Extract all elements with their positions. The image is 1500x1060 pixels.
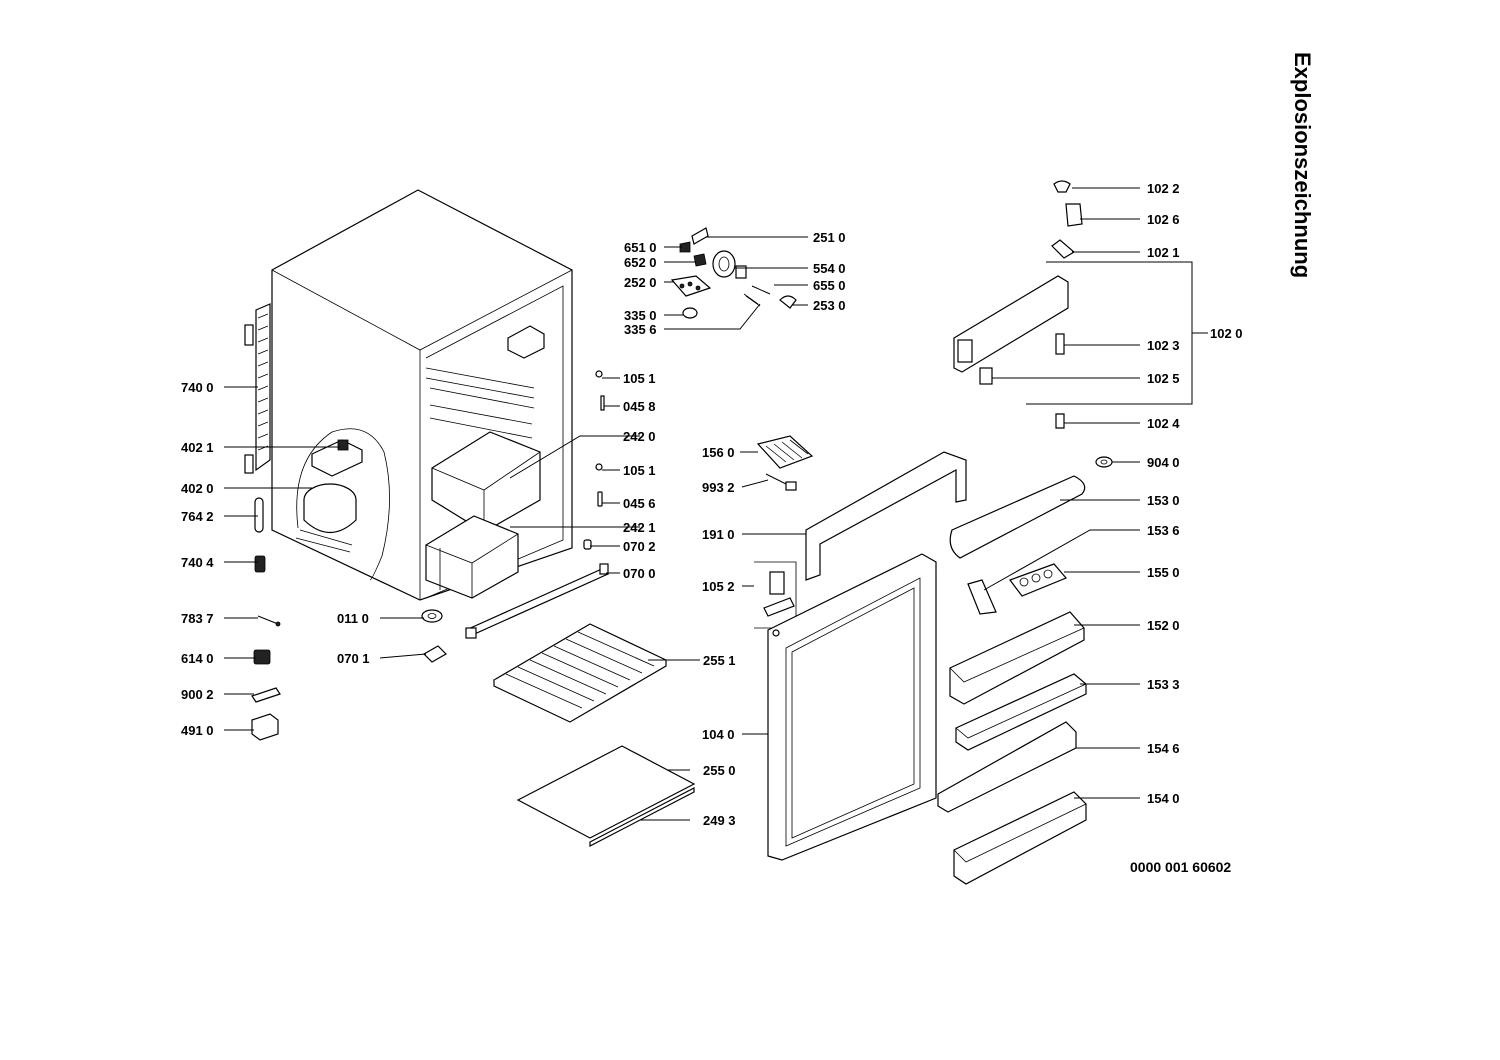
door-parts — [754, 435, 967, 861]
label-402-0: 402 0 — [181, 481, 214, 496]
label-764-2: 764 2 — [181, 509, 214, 524]
label-045-6: 045 6 — [623, 496, 656, 511]
label-740-0: 740 0 — [181, 380, 214, 395]
thermostat-parts — [670, 227, 797, 319]
label-104-0: 104 0 — [702, 727, 735, 742]
label-402-1: 402 1 — [181, 440, 214, 455]
left-small-parts — [251, 497, 447, 741]
label-102-0: 102 0 — [1210, 326, 1243, 341]
label-152-0: 152 0 — [1147, 618, 1180, 633]
label-191-0: 191 0 — [702, 527, 735, 542]
label-011-0: 011 0 — [337, 611, 369, 626]
label-993-2: 993 2 — [702, 480, 735, 495]
label-070-2: 070 2 — [623, 539, 656, 554]
freezer-door-parts — [953, 180, 1113, 468]
label-153-6: 153 6 — [1147, 523, 1180, 538]
label-102-1: 102 1 — [1147, 245, 1180, 260]
label-105-1-top: 105 1 — [623, 371, 656, 386]
label-102-6: 102 6 — [1147, 212, 1180, 227]
label-105-1-mid: 105 1 — [623, 463, 656, 478]
label-045-8: 045 8 — [623, 399, 656, 414]
label-783-7: 783 7 — [181, 611, 214, 626]
label-155-0: 155 0 — [1147, 565, 1180, 580]
document-number: 0000 001 60602 — [1130, 859, 1231, 875]
label-614-0: 614 0 — [181, 651, 214, 666]
label-904-0: 904 0 — [1147, 455, 1180, 470]
diagram-title: Explosionszeichnung — [1290, 52, 1315, 278]
label-651-0: 651 0 — [624, 240, 657, 255]
label-070-0: 070 0 — [623, 566, 656, 581]
label-242-0: 242 0 — [623, 429, 656, 444]
leader-lines — [224, 187, 1208, 821]
label-153-0: 153 0 — [1147, 493, 1180, 508]
label-655-0: 655 0 — [813, 278, 846, 293]
label-255-0: 255 0 — [703, 763, 736, 778]
label-740-4: 740 4 — [181, 555, 214, 570]
label-252-0: 252 0 — [624, 275, 657, 290]
label-652-0: 652 0 — [624, 255, 657, 270]
label-554-0: 554 0 — [813, 261, 846, 276]
label-900-2: 900 2 — [181, 687, 214, 702]
label-249-3: 249 3 — [703, 813, 736, 828]
shelves — [465, 563, 696, 847]
label-070-1: 070 1 — [337, 651, 370, 666]
label-154-6: 154 6 — [1147, 741, 1180, 756]
label-154-0: 154 0 — [1147, 791, 1180, 806]
label-255-1: 255 1 — [703, 653, 736, 668]
label-153-3: 153 3 — [1147, 677, 1180, 692]
label-156-0: 156 0 — [702, 445, 735, 460]
label-253-0: 253 0 — [813, 298, 846, 313]
label-335-6: 335 6 — [624, 322, 657, 337]
cabinet-drawing — [244, 189, 573, 623]
label-102-4: 102 4 — [1147, 416, 1180, 431]
part-labels: 740 0 402 1 402 0 764 2 740 4 783 7 614 … — [181, 181, 1243, 875]
label-491-0: 491 0 — [181, 723, 214, 738]
label-242-1: 242 1 — [623, 520, 656, 535]
label-335-0: 335 0 — [624, 308, 657, 323]
label-102-2: 102 2 — [1147, 181, 1180, 196]
door-bins — [937, 475, 1087, 885]
label-102-5: 102 5 — [1147, 371, 1180, 386]
label-102-3: 102 3 — [1147, 338, 1180, 353]
label-251-0: 251 0 — [813, 230, 846, 245]
label-105-2: 105 2 — [702, 579, 735, 594]
screws — [583, 370, 605, 550]
